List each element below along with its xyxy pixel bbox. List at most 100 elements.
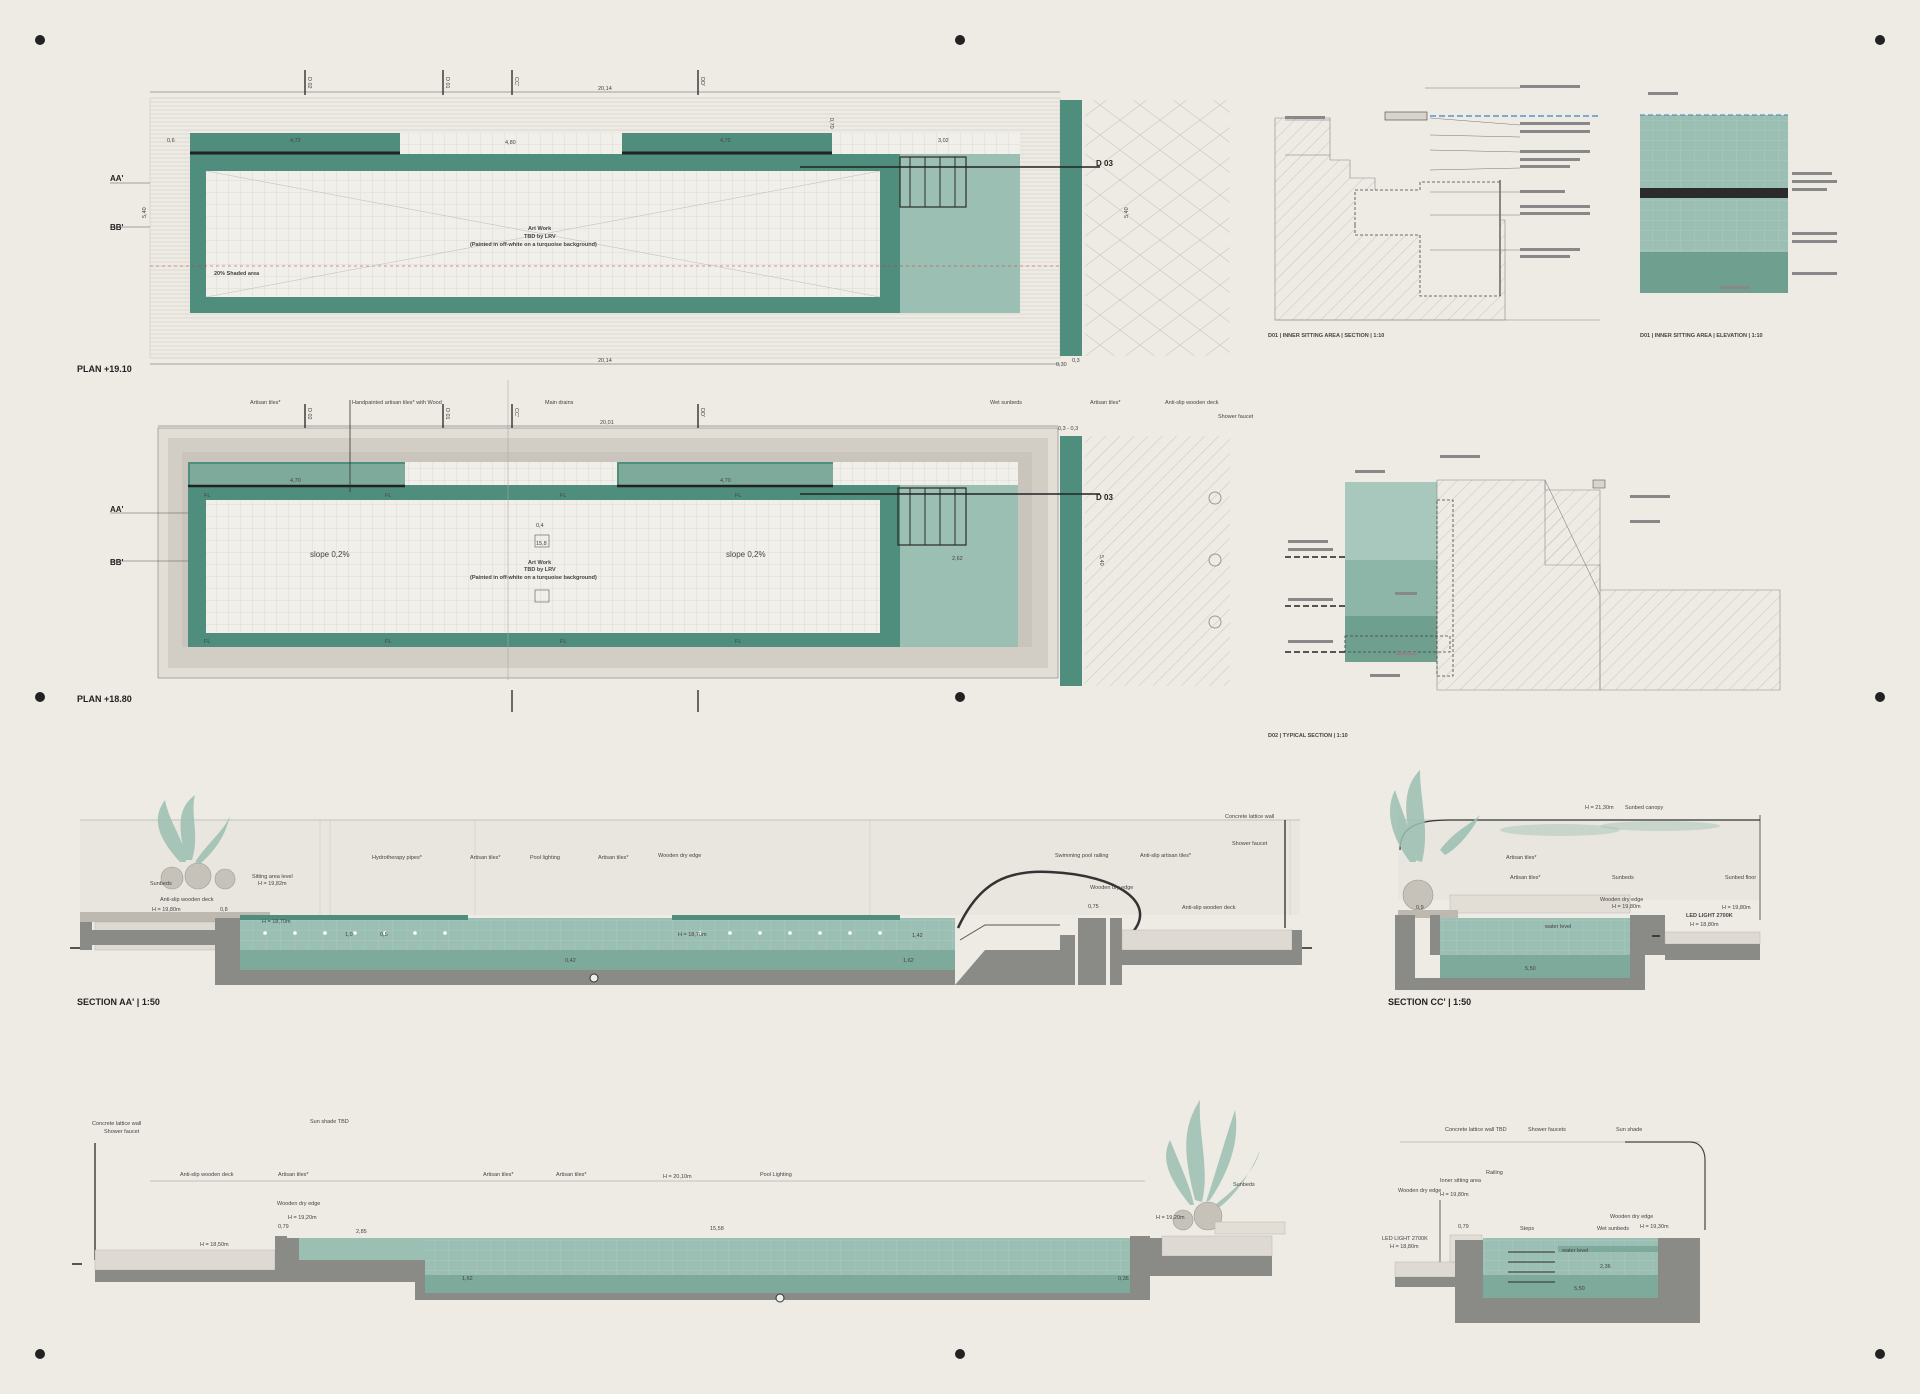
section-aa-note-11: Swimming pool railing [1055, 853, 1109, 859]
section-bb-note-7: Artisan tiles* [556, 1172, 587, 1178]
plan-19-10-title: PLAN +19.10 [77, 364, 132, 374]
section-dd-note-10: Wet sunbeds [1597, 1226, 1629, 1232]
plan-18-80-note-5: Artisan tiles* [1090, 400, 1121, 406]
section-bb-note-2: Shower faucet [104, 1129, 140, 1135]
section-aa-note-1: Sunbeds [150, 881, 172, 887]
plan-18-80-slope-1: slope 0,2% [310, 550, 350, 559]
section-bb-dim-3: 15,58 [710, 1226, 724, 1232]
section-cc-note-6: Sunbed floor [1725, 875, 1756, 881]
plan-18-80-row-bb: BB' [110, 558, 124, 567]
plan-19-10-artwork-3: (Painted in off-white on a turquoise bac… [470, 242, 597, 248]
section-aa-dim-6: 1,42 [912, 933, 923, 939]
section-cc-note-5: Sunbeds [1612, 875, 1634, 881]
plan-18-80-artwork-1: Art Work [528, 560, 552, 566]
d01-elevation-title: D01 | INNER SITTING AREA | ELEVATION | 1… [1640, 333, 1763, 339]
section-aa-dim-4: 0,42 [565, 958, 576, 964]
plan-19-10-seg-3: 4,72 [720, 138, 731, 144]
section-dd-dim-2: 2,36 [1600, 1264, 1611, 1270]
plan-18-80-fl-2: FL [385, 493, 391, 499]
section-bb-note-11: Wooden dry edge [277, 1201, 320, 1207]
plan-18-80-fl-3: FL [560, 493, 566, 499]
section-aa-level-1: H = 18,70m [262, 919, 291, 925]
section-aa [70, 795, 1312, 985]
section-aa-note-4: Anti-slip wooden deck [160, 897, 214, 903]
plan-18-80-note-2: Handpainted artisan tiles* with Wood [352, 400, 442, 406]
section-cc-note-11: H = 19,80m [1722, 905, 1751, 911]
section-bb-dim-5: 0,35 [1118, 1276, 1129, 1282]
section-dd-note-9: Steps [1520, 1226, 1534, 1232]
section-aa-note-2: Sitting area level [252, 874, 293, 880]
plan-18-80-cut-d02: D 02 [306, 408, 312, 420]
plan-18-80-small-dim-4: 5,40 [1098, 555, 1104, 566]
section-bb-note-6: Artisan tiles* [483, 1172, 514, 1178]
section-dd-note-2: Shower faucets [1528, 1127, 1566, 1133]
section-bb-dim-4: 1,62 [462, 1276, 473, 1282]
plan-19-10-seg-2: 4,80 [505, 140, 516, 146]
plan-18-80-cut-d01: D 01 [444, 408, 450, 420]
section-dd-note-3: Sun shade [1616, 1127, 1642, 1133]
plan-18-80-note-4: Wet sunbeds [990, 400, 1022, 406]
section-aa-note-10: Wooden dry edge [658, 853, 701, 859]
section-dd-dim-1: 0,79 [1458, 1224, 1469, 1230]
section-cc: SECTION CC' | 1:50 H = 21,30m Sunbed can… [1388, 770, 1761, 1007]
section-dd-note-1: Concrete lattice wall TBD [1445, 1127, 1507, 1133]
section-dd-note-7: Wooden dry edge [1398, 1188, 1441, 1194]
section-aa-dim-7: 0,75 [1088, 904, 1099, 910]
d01-section: D01 | INNER SITTING AREA | SECTION | 1:1… [1268, 85, 1600, 339]
section-dd-note-12: LED LIGHT 2700K [1382, 1236, 1428, 1242]
section-aa-note-9: Artisan tiles* [598, 855, 629, 861]
section-cc-note-12: water level [1544, 924, 1571, 930]
section-aa-note-6: Hydrotherapy pipes* [372, 855, 423, 861]
section-bb-note-5: Artisan tiles* [278, 1172, 309, 1178]
section-bb-note-1: Concrete lattice wall [92, 1121, 141, 1127]
section-dd-note-11: H = 19,30m [1640, 1224, 1669, 1230]
plan-18-80-row-aa: AA' [110, 505, 124, 514]
section-bb: Concrete lattice wall Shower faucet Sun … [72, 1100, 1286, 1303]
plan-19-10-top-dim: 0,70 [828, 118, 834, 129]
section-bb-note-9: Pool Lighting [760, 1172, 792, 1178]
section-cc-note-3: Artisan tiles* [1506, 855, 1537, 861]
section-aa-note-14: Anti-slip wooden deck [1182, 905, 1236, 911]
section-aa-note-12: Anti-slip artisan tiles* [1140, 853, 1192, 859]
section-aa-labels: SECTION AA' | 1:50 Sunbeds Sitting area … [77, 814, 1274, 1007]
plan-18-80-seg-3: 2,62 [952, 556, 963, 562]
section-cc-dim-2: 5,50 [1525, 966, 1536, 972]
plan-19-10-cut-cc: CC' [513, 77, 519, 86]
section-bb-note-8: H = 20,10m [663, 1174, 692, 1180]
plan-18-80-fl-4: FL [735, 493, 741, 499]
plan-18-80-small-dim-1: 0,4 [536, 523, 544, 529]
plan-18-80-title: PLAN +18.80 [77, 694, 132, 704]
plan-19-10-left-dim: 0,6 [167, 138, 175, 144]
plan-18-80-fl-7: FL [560, 639, 566, 645]
plan-19-10-seg-1: 4,72 [290, 138, 301, 144]
plan-18-80-slope-2: slope 0,2% [726, 550, 766, 559]
section-cc-title: SECTION CC' | 1:50 [1388, 997, 1471, 1007]
section-bb-note-4: Anti-slip wooden deck [180, 1172, 234, 1178]
plan-18-80-artwork-2: TBD by LRV [524, 567, 556, 573]
d02-title: D02 | TYPICAL SECTION | 1:10 [1268, 733, 1348, 739]
plan-18-80-artwork-3: (Painted in off-white on a turquoise bac… [470, 575, 597, 581]
plan-19-10 [110, 70, 1230, 365]
plan-18-80-note-3: Main drains [545, 400, 574, 406]
plan-19-10-row-aa: AA' [110, 174, 124, 183]
plan-18-80-cut-dd: DD' [699, 408, 705, 417]
section-aa-note-5: H = 19,80m [152, 907, 181, 913]
section-aa-dim-1: 0,8 [220, 907, 228, 913]
section-cc-note-2: Sunbed canopy [1625, 805, 1663, 811]
plan-18-80-seg-2: 4,70 [720, 478, 731, 484]
plan-19-10-right-dim: 5,40 [1124, 207, 1130, 218]
section-cc-note-10: H = 18,80m [1690, 922, 1719, 928]
section-bb-dim-1: 0,79 [278, 1224, 289, 1230]
section-dd: Concrete lattice wall TBD Shower faucets… [1382, 1127, 1706, 1323]
section-cc-note-4: Artisan tiles* [1510, 875, 1541, 881]
plan-18-80 [110, 380, 1230, 712]
plan-19-10-side-dim: 5,40 [142, 207, 148, 218]
plan-18-80-note-7: Shower faucet [1218, 414, 1254, 420]
plan-18-80-note-1: Artisan tiles* [250, 400, 281, 406]
plan-18-80-fl-8: FL [735, 639, 741, 645]
section-bb-note-3: Sun shade TBD [310, 1119, 349, 1125]
section-dd-note-4: Railing [1486, 1170, 1503, 1176]
section-aa-note-13: Wooden dry edge [1090, 885, 1133, 891]
section-cc-note-7: Wooden dry edge [1600, 897, 1643, 903]
plan-19-10-artwork-2: TBD by LRV [524, 234, 556, 240]
